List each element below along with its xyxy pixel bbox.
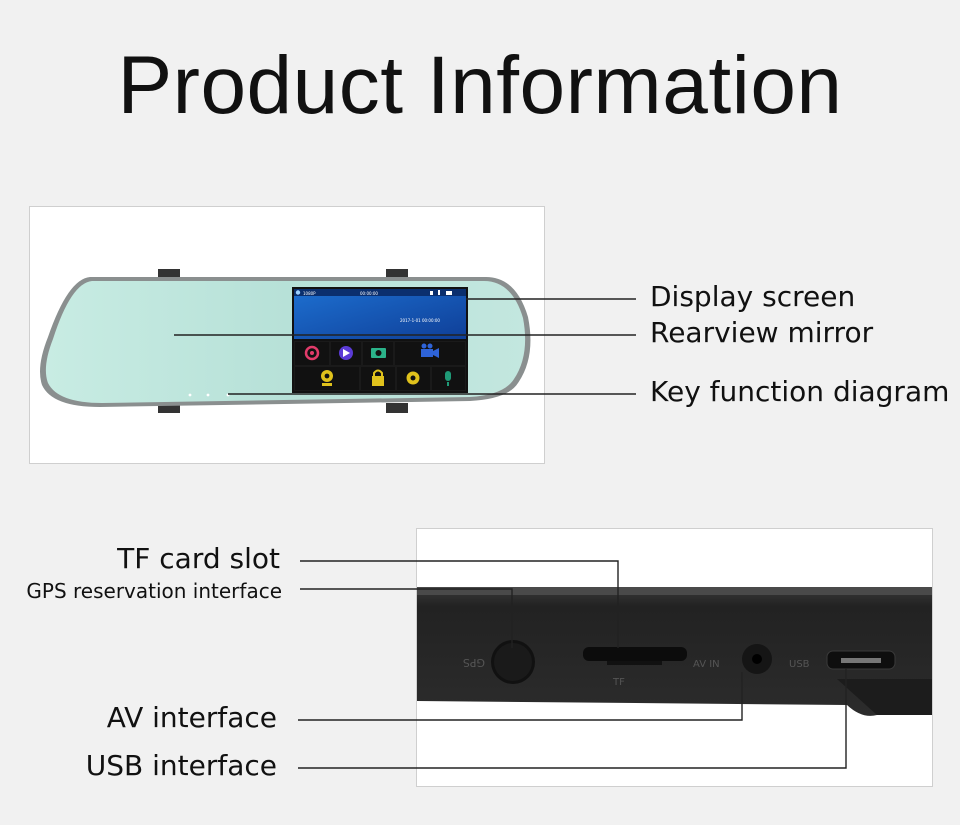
label-gps-interface: GPS reservation interface xyxy=(26,579,282,603)
lock-status-icon xyxy=(430,291,433,295)
line-gps xyxy=(300,588,513,648)
battery-status-icon xyxy=(446,291,452,295)
page-title: Product Information xyxy=(117,40,843,131)
settings-icon[interactable] xyxy=(295,342,329,365)
gps-embossed-label: GPS xyxy=(463,656,485,669)
screen-datetime: 2017-1-01 00:00:00 xyxy=(400,318,440,323)
tf-embossed-label: TF xyxy=(612,677,625,688)
label-tf-card-slot: TF card slot xyxy=(117,542,280,575)
label-display-screen: Display screen xyxy=(650,280,856,313)
camera-icon[interactable] xyxy=(363,342,393,365)
label-usb-interface: USB interface xyxy=(85,749,277,782)
avin-embossed-label: AV IN xyxy=(693,659,720,670)
lock-icon[interactable] xyxy=(361,367,395,390)
bottom-clip-left xyxy=(158,403,180,413)
gear-icon[interactable] xyxy=(397,367,430,390)
play-icon[interactable] xyxy=(331,342,361,365)
label-key-function-diagram: Key function diagram xyxy=(650,375,950,408)
microphone-icon[interactable] xyxy=(432,367,465,390)
webcam-icon[interactable] xyxy=(295,367,359,390)
usb-embossed-label: USB xyxy=(789,659,810,670)
tf-card-slot xyxy=(583,647,687,661)
status-resolution: 1080P xyxy=(303,291,316,296)
video-camera-icon[interactable] xyxy=(395,342,465,365)
line-tf-card xyxy=(300,560,619,648)
mic-status-icon xyxy=(438,290,440,295)
ports-panel: GPS TF AV IN USB xyxy=(416,528,933,787)
label-rearview-mirror: Rearview mirror xyxy=(650,316,874,349)
touch-key-dot[interactable] xyxy=(206,393,210,397)
line-usb xyxy=(298,668,847,769)
status-dot-icon xyxy=(295,290,301,295)
bottom-clip-right xyxy=(386,403,408,413)
label-av-interface: AV interface xyxy=(106,701,277,734)
top-clip-left xyxy=(158,269,180,279)
touch-key-dot[interactable] xyxy=(188,393,192,397)
status-time: 00:00:00 xyxy=(360,291,378,296)
top-clip-right xyxy=(386,269,408,279)
mirror-illustration: 1080P 00:00:00 2017-1-01 00:00:00 xyxy=(40,269,531,413)
ports-illustration: GPS TF AV IN USB xyxy=(417,587,932,716)
line-av xyxy=(298,672,743,721)
